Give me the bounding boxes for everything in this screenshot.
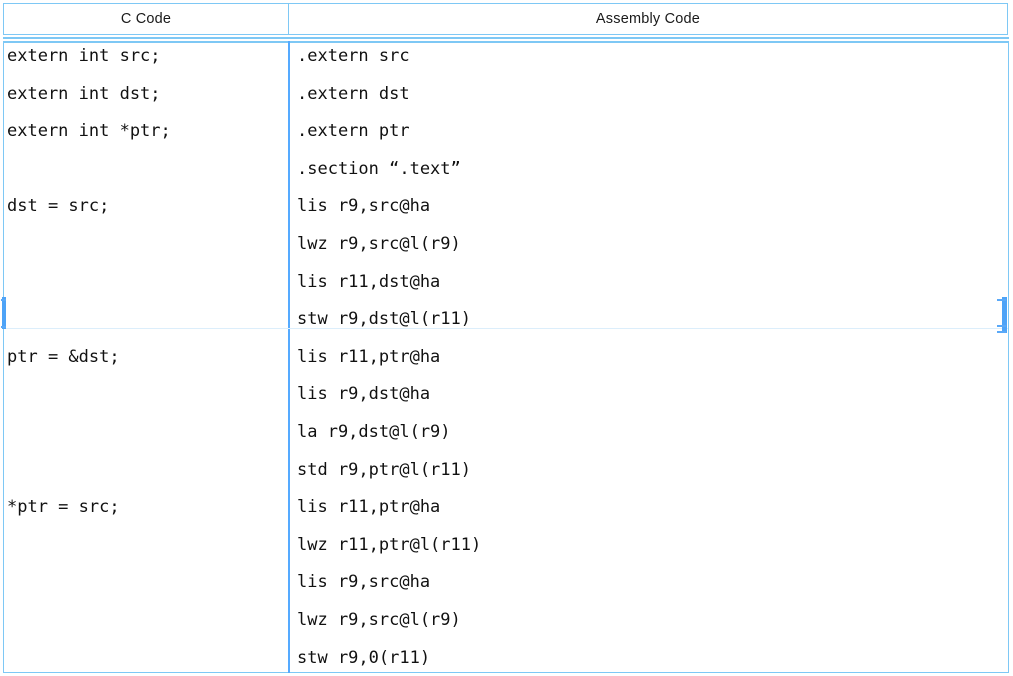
assembly-code-line: lwz r11,ptr@l(r11) — [297, 534, 482, 555]
selection-handle-right-nub-bottom — [997, 331, 1006, 333]
assembly-code-line: .extern ptr — [297, 121, 410, 142]
assembly-code-line: .section “.text” — [297, 158, 461, 179]
assembly-code-line: lwz r9,src@l(r9) — [297, 234, 461, 254]
c-code-line: *ptr = src; — [7, 497, 120, 518]
assembly-code-line: lis r11,ptr@ha — [297, 346, 441, 367]
assembly-code-line: lis r9,src@ha — [297, 572, 431, 593]
column-header-assembly-code: Assembly Code — [595, 11, 701, 27]
table-body-border — [3, 41, 1009, 673]
assembly-code-line: lis r9,src@ha — [297, 196, 431, 217]
selection-handle-right-nub-middle — [997, 325, 1006, 327]
selection-handle-left-nub-bottom — [1, 326, 6, 328]
selection-handle-left[interactable] — [2, 297, 6, 329]
column-divider — [288, 41, 290, 673]
selection-handle-left-nub-top — [1, 299, 6, 301]
assembly-code-line: lis r11,dst@ha — [297, 271, 441, 292]
assembly-code-line: stw r9,0(r11) — [297, 647, 431, 668]
table-header-row: C Code Assembly Code — [3, 3, 1008, 35]
selection-handle-right[interactable] — [1002, 297, 1007, 333]
header-separator-upper — [3, 37, 1009, 39]
c-code-line: extern int *ptr; — [7, 121, 171, 142]
assembly-code-line: .extern dst — [297, 83, 410, 104]
c-code-line: extern int dst; — [7, 83, 161, 104]
c-code-line: extern int src; — [7, 46, 161, 66]
assembly-code-line: lwz r9,src@l(r9) — [297, 610, 461, 630]
assembly-code-line: lis r11,ptr@ha — [297, 497, 441, 518]
row-group-divider — [4, 328, 1008, 329]
c-code-line: dst = src; — [7, 196, 110, 217]
c-code-line: ptr = &dst; — [7, 346, 120, 367]
assembly-code-line: la r9,dst@l(r9) — [297, 422, 451, 442]
assembly-code-line: lis r9,dst@ha — [297, 384, 431, 405]
selection-handle-right-nub-top — [997, 299, 1006, 301]
assembly-code-line: std r9,ptr@l(r11) — [297, 459, 471, 480]
column-header-c-code: C Code — [4, 4, 289, 34]
header-separator-lower — [3, 41, 1009, 43]
assembly-code-line: .extern src — [297, 46, 410, 66]
assembly-code-line: stw r9,dst@l(r11) — [297, 309, 471, 330]
